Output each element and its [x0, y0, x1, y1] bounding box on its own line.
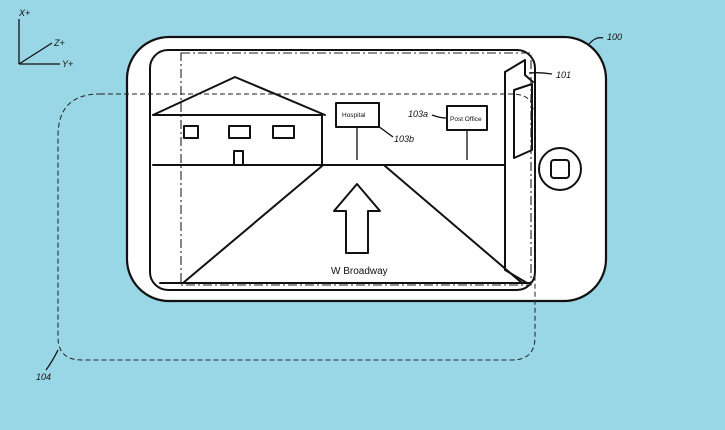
y-axis-label: Y+ — [62, 59, 73, 69]
camera-view-frame — [180, 52, 532, 286]
road-label: W Broadway — [331, 266, 388, 277]
right-building — [504, 59, 534, 284]
ref-hospital-tag-label: 103b — [394, 134, 414, 144]
ref-post-office-tag: 103a — [408, 109, 447, 119]
field-of-view-outline — [57, 93, 536, 361]
building-roof — [504, 59, 534, 83]
road-right-edge — [384, 165, 523, 284]
axes-indicator: X+ Z+ Y+ — [18, 8, 73, 69]
building-window — [513, 83, 533, 159]
device-screen — [149, 49, 536, 291]
ref-post-office-tag-leader — [431, 114, 447, 119]
ref-camera: 101 — [528, 70, 571, 80]
device-body — [125, 35, 608, 303]
home-button-square — [550, 159, 570, 179]
house-window — [272, 125, 295, 139]
street-scene: W Broadway Hospital Post Office — [152, 59, 534, 284]
ref-device: 100 — [588, 32, 622, 45]
building-lower-edge — [504, 164, 528, 284]
ref-camera-label: 101 — [556, 70, 571, 80]
house-window — [228, 125, 251, 139]
hospital-tag[interactable]: Hospital — [335, 102, 380, 160]
ref-field-of-view-label: 104 — [36, 372, 51, 382]
home-button[interactable] — [538, 147, 582, 191]
home-button-ring — [538, 147, 582, 191]
ref-device-leader — [588, 36, 604, 45]
road-left-edge — [182, 165, 323, 284]
house-window — [183, 125, 199, 139]
z-axis-label: Z+ — [53, 38, 65, 48]
hospital-tag-label: Hospital — [342, 112, 366, 119]
ref-camera-leader — [528, 72, 553, 75]
x-axis-label: X+ — [18, 8, 30, 18]
ref-hospital-tag-leader — [377, 125, 394, 138]
ref-field-of-view-leader — [45, 349, 59, 371]
left-house — [152, 76, 326, 166]
ref-hospital-tag: 103b — [377, 125, 414, 144]
z-axis-line — [18, 42, 53, 65]
post-office-tag-label: Post Office — [450, 116, 482, 123]
ref-device-label: 100 — [607, 32, 622, 42]
ref-field-of-view: 104 — [36, 349, 59, 382]
direction-arrow — [333, 183, 381, 254]
house-door — [233, 150, 244, 166]
house-roof — [152, 76, 326, 116]
post-office-tag[interactable]: Post Office — [446, 105, 488, 160]
ref-post-office-tag-label: 103a — [408, 109, 428, 119]
